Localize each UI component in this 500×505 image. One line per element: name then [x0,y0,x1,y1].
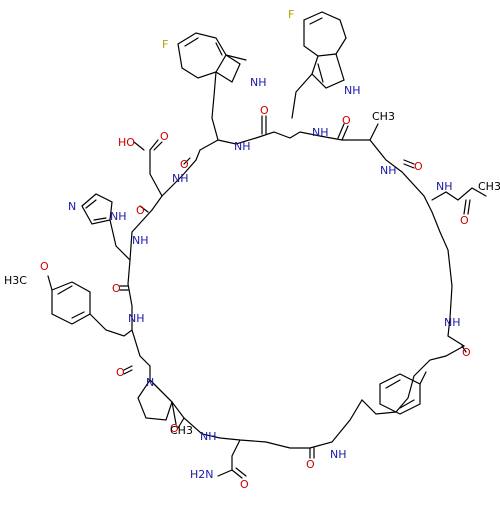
oxygen-label-9: O [462,346,471,359]
acetyl-methyl-label: CH3 [478,180,500,193]
methoxy-oxygen-label: O [40,260,49,273]
amide-nh-label-9: NH [200,430,217,443]
oxygen-label-2: O [342,114,351,127]
methoxy-methyl-label: H3C [4,274,27,287]
bonds [47,11,487,479]
amide-nh-label-5: NH [172,172,189,185]
amide-nh-label-2: NH [312,126,329,139]
imidazole-nh-label: NH [110,210,127,223]
amide-nh-label-10: NH [330,448,347,461]
atom-labels: F F NH NH NH NH NH NH NH NH NH NH NH NH … [4,8,500,491]
amide-nh-label-7: NH [128,312,145,325]
oxygen-label-7: O [112,282,121,295]
oxygen-label-12: O [240,478,249,491]
amide-nh-label-6: NH [132,234,149,247]
amide-nh-label-8: NH [444,316,461,329]
amide-nh-label-3: NH [380,164,397,177]
amide-nh-label-4: NH [436,180,453,193]
oxygen-label-5: O [180,158,189,171]
amide-nh-label-1: NH [234,140,251,153]
oxygen-label-8: O [116,366,125,379]
oxygen-label-4: O [460,214,469,227]
indole-nh-label-2: NH [344,84,361,97]
terminal-amide-label: H2N [190,468,214,481]
indole-nh-label-1: NH [250,76,267,89]
methyl-label-1: CH3 [372,110,395,123]
oxygen-label-11: O [306,458,315,471]
proline-n-label: N [146,376,154,389]
oxygen-label-1: O [260,104,269,117]
oxygen-label-3: O [414,160,423,173]
methyl-label-2: CH3 [170,424,193,437]
fluorine-label-2: F [288,8,294,21]
oxygen-label-13: O [160,130,169,143]
imidazole-n-label: N [68,200,76,213]
fluorine-label-1: F [162,38,168,51]
oxygen-label-10: O [170,422,179,435]
oxygen-label-6: O [136,204,145,217]
hydroxyl-label: HO [118,136,135,149]
